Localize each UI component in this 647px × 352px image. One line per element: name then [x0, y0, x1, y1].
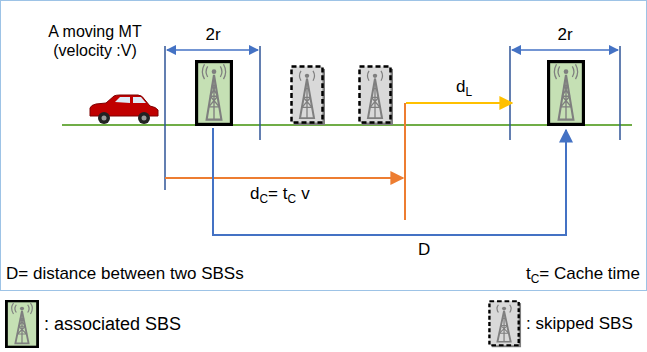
associated-sbs-icon	[197, 62, 232, 125]
subscript-text: L	[465, 85, 472, 99]
range-mark	[619, 46, 621, 140]
coverage-label: 2r	[205, 25, 220, 45]
range-mark	[509, 46, 511, 140]
label-text: = Cache time	[539, 264, 640, 283]
subscript-text: C	[531, 272, 540, 286]
label-text: 2r	[205, 25, 220, 44]
distance-label: dC= tCv	[250, 184, 310, 207]
note-text: tC= Cache time	[526, 264, 640, 287]
coverage-label: 2r	[557, 25, 572, 45]
label-text: = t	[268, 184, 287, 203]
legend-text: : associated SBS	[44, 314, 181, 336]
legend-associated-icon	[6, 301, 37, 347]
label-text: d	[456, 77, 465, 96]
label-text: v	[301, 184, 310, 203]
vehicle-label: A moving MT (velocity :V)	[30, 22, 160, 60]
subscript-text: C	[259, 192, 268, 206]
coverage-arrow	[167, 49, 258, 51]
label-text: t	[526, 264, 531, 283]
coverage-arrow	[512, 49, 618, 51]
legend-skipped-icon	[489, 301, 521, 347]
legend-text: : skipped SBS	[526, 314, 633, 334]
cache-end-mark	[404, 103, 406, 220]
note-text: D= distance between two SBSs	[6, 264, 244, 284]
cache-distance-arrow	[165, 177, 403, 179]
distance-label: D	[418, 240, 430, 260]
frame	[1, 1, 647, 291]
car-icon	[90, 95, 158, 124]
distance-label: dL	[456, 77, 472, 100]
range-mark	[259, 46, 261, 140]
label-text: D= distance between two SBSs	[6, 264, 244, 283]
label-text: d	[250, 184, 259, 203]
subscript-text: C	[287, 192, 296, 206]
label-text: 2r	[557, 25, 572, 44]
range-mark	[164, 46, 166, 190]
label-text: D	[418, 240, 430, 259]
sbs-distance-arrow	[213, 128, 566, 235]
skipped-sbs-icon	[360, 66, 394, 125]
associated-sbs-icon	[549, 62, 584, 125]
skipped-sbs-icon	[292, 66, 326, 125]
road-line	[62, 124, 632, 126]
label-text: A moving MT (velocity :V)	[48, 23, 141, 59]
remaining-distance-arrow	[406, 102, 512, 104]
